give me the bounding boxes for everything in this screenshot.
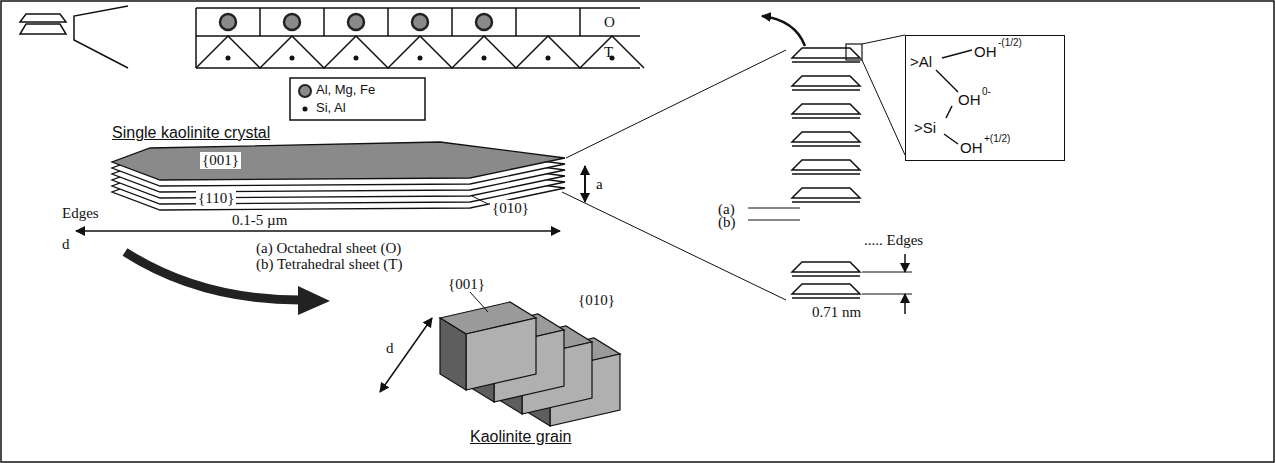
grain-side — [466, 318, 536, 390]
site-label: OH — [958, 92, 981, 109]
sheet-caption: (a) Octahedral sheet (O) — [256, 240, 401, 257]
site-label: >Al — [910, 54, 932, 71]
dimension-symbol: d — [386, 340, 394, 357]
face-index: {001} — [200, 152, 241, 169]
octahedral-cell — [259, 8, 261, 36]
tetrahedral-cation — [226, 56, 231, 61]
layer-sheet — [792, 275, 860, 277]
octahedral-cation — [412, 14, 428, 30]
layer-sheet — [792, 297, 860, 299]
octahedral-cell — [515, 8, 517, 36]
edge-label: Edges — [62, 205, 99, 222]
layer-slab — [792, 262, 860, 272]
face-index: {001} — [448, 276, 485, 293]
charge-label: 0- — [982, 86, 991, 97]
octahedral-cation — [284, 14, 300, 30]
layer-slab — [792, 188, 860, 198]
octahedral-cation — [476, 14, 492, 30]
surface-site-inset: >AlOH-(1/2)OH0->SiOH+(1/2) — [905, 35, 1065, 161]
octahedral-cation — [220, 14, 236, 30]
layer-sheet — [792, 173, 860, 175]
layer-sheet — [792, 201, 860, 203]
octahedral-cell — [387, 8, 389, 36]
tetrahedral-cation — [354, 56, 359, 61]
charge-label: +(1/2) — [984, 133, 1010, 144]
tetrahedral-cation — [482, 56, 487, 61]
edge-label: ..... Edges — [864, 232, 923, 249]
legend-text: Si, Al — [316, 101, 346, 115]
layer-tag: T — [604, 44, 613, 61]
charge-label: -(1/2) — [998, 37, 1022, 48]
figure-title: Kaolinite grain — [470, 428, 571, 446]
dimension: 0.71 nm — [812, 304, 861, 321]
dimension-symbol: d — [62, 236, 70, 253]
tetrahedral-cation — [546, 56, 551, 61]
layer-sheet — [792, 89, 860, 91]
layer-sheet — [792, 145, 860, 147]
layer-slab — [792, 48, 860, 58]
layer-slab — [792, 104, 860, 114]
legend-text: Al, Mg, Fe — [316, 83, 375, 97]
octahedral-cell — [451, 8, 453, 36]
tetrahedral-cation — [418, 56, 423, 61]
dimension: 0.1-5 µm — [230, 212, 289, 229]
layer-slab — [792, 132, 860, 142]
tetrahedral-zigzag — [196, 36, 644, 68]
layer-tag: O — [604, 14, 615, 31]
dimension-symbol: a — [596, 176, 603, 193]
basal-face — [112, 142, 565, 180]
layer-slab — [792, 160, 860, 170]
site-label: OH — [974, 44, 997, 61]
face-index: {110} — [196, 190, 236, 207]
site-label: OH — [960, 140, 983, 157]
octahedral-cell — [579, 8, 581, 36]
octahedral-cation — [348, 14, 364, 30]
layer-sheet — [792, 61, 860, 63]
tetrahedral-cation — [290, 56, 295, 61]
face-index: {010} — [578, 292, 615, 309]
face-index: {010} — [490, 200, 531, 217]
layer-slab — [792, 284, 860, 294]
octahedral-cell — [323, 8, 325, 36]
layer-sheet — [792, 117, 860, 119]
sheet-caption: (b) Tetrahedral sheet (T) — [256, 256, 403, 273]
figure-title: Single kaolinite crystal — [112, 124, 270, 142]
sheet-tag: (b) — [718, 214, 736, 231]
site-label: >Si — [914, 120, 936, 137]
layer-slab — [792, 76, 860, 86]
grain-edge — [440, 318, 466, 390]
